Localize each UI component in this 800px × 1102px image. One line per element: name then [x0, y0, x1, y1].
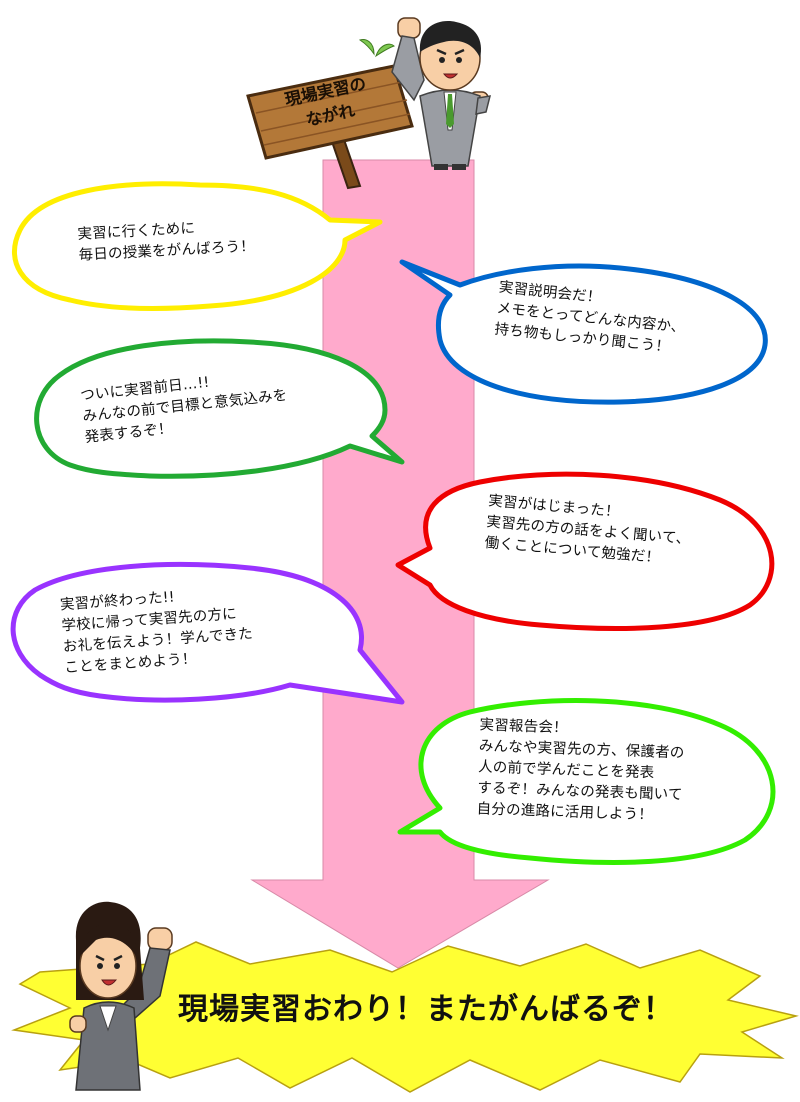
speech-bubble-briefing	[399, 259, 768, 405]
speech-bubble-end	[10, 562, 405, 705]
final-message: 現場実習おわり！またがんばるぞ！	[178, 992, 674, 1027]
speech-bubble-start	[395, 471, 775, 631]
speech-bubble-report	[397, 698, 776, 865]
wooden-sign-icon	[246, 39, 414, 190]
bubble-text-report: 実習報告会！ みんなや実習先の方、保護者の 人の前で学んだことを発表 するぞ！み…	[476, 717, 685, 824]
speech-bubble-study	[12, 181, 383, 311]
female-student-cheering-icon	[69, 901, 173, 1091]
male-student-cheering-icon	[391, 17, 492, 170]
speech-bubble-eve	[34, 338, 405, 479]
